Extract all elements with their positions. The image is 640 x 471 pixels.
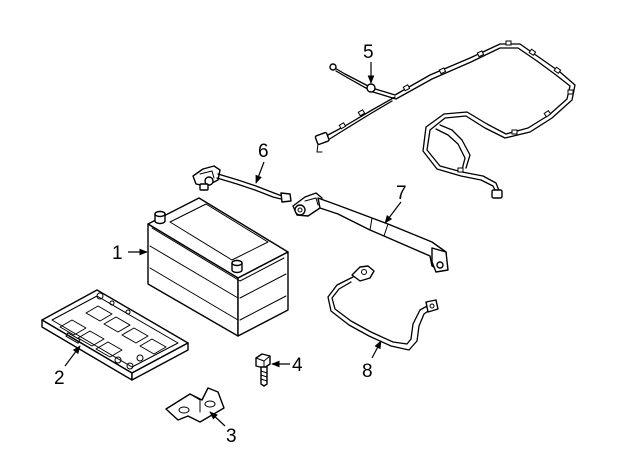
callout-label-8: 8 xyxy=(362,361,373,382)
callout-1: 1 xyxy=(112,243,148,264)
callout-label-1: 1 xyxy=(112,243,123,264)
callout-2: 2 xyxy=(54,345,81,389)
callout-4: 4 xyxy=(271,355,303,376)
callout-label-2: 2 xyxy=(54,368,65,389)
part-5-wiring-harness xyxy=(314,40,577,199)
part-1-battery xyxy=(147,197,289,337)
callout-label-6: 6 xyxy=(258,141,269,162)
callout-3: 3 xyxy=(209,411,237,447)
callout-8: 8 xyxy=(362,340,382,382)
part-6-cable xyxy=(192,165,292,203)
callout-6: 6 xyxy=(255,141,269,184)
callout-label-3: 3 xyxy=(226,426,237,447)
callout-label-4: 4 xyxy=(292,355,303,376)
part-7-battery-cable xyxy=(292,192,449,273)
callout-label-5: 5 xyxy=(363,42,374,63)
part-8-ground-cable xyxy=(327,265,439,351)
callout-label-7: 7 xyxy=(396,183,407,204)
part-2-battery-tray xyxy=(41,289,189,381)
callout-7: 7 xyxy=(384,183,407,224)
callout-5: 5 xyxy=(363,42,375,84)
part-4-bolt xyxy=(255,353,271,387)
